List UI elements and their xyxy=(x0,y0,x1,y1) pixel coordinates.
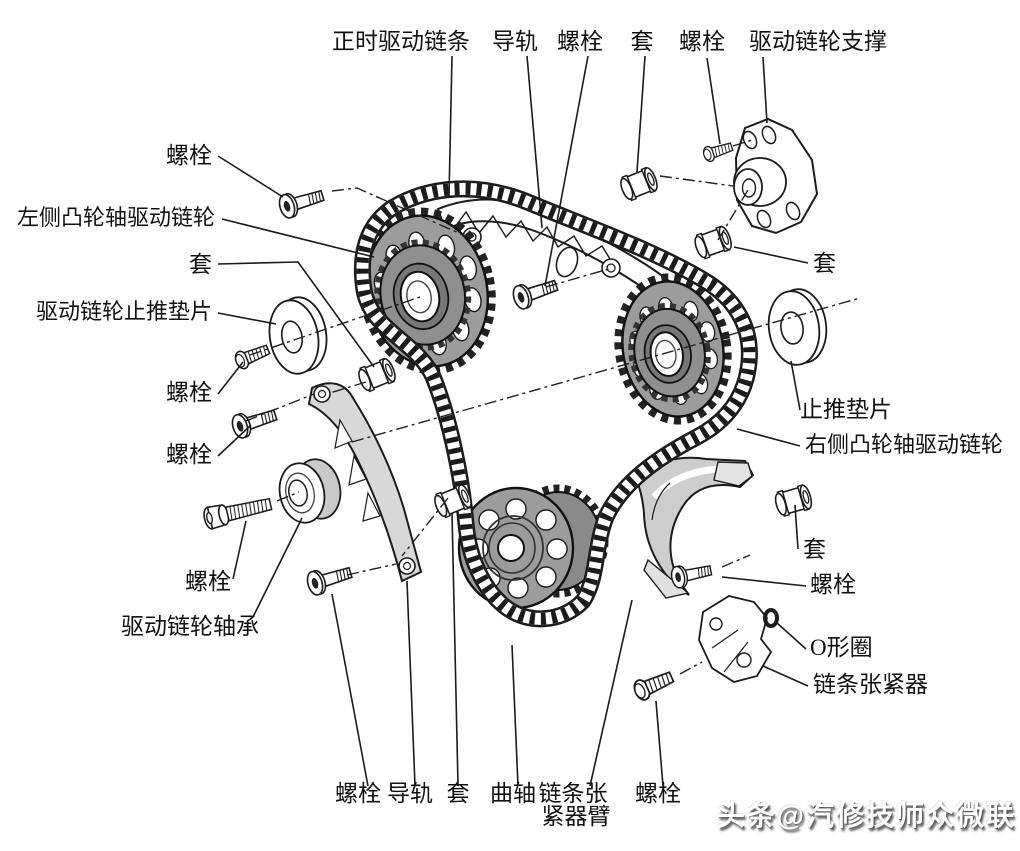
label-bottom-bolt-1: 螺栓 xyxy=(335,781,381,806)
label-bearing: 驱动链轮轴承 xyxy=(121,614,259,639)
label-bottom-bolt-2: 螺栓 xyxy=(635,781,681,806)
label-left-bolt-4: 螺栓 xyxy=(185,569,231,594)
label-tensioner-arm-line1: 链条张 xyxy=(539,781,608,806)
label-timing-chain: 正时驱动链条 xyxy=(332,29,470,54)
label-crankshaft: 曲轴 xyxy=(490,781,536,806)
label-left-cam-sprocket: 左侧凸轮轴驱动链轮 xyxy=(17,205,215,230)
sleeve-left xyxy=(355,356,399,394)
label-top-bolt-2: 螺栓 xyxy=(679,29,725,54)
label-top-bolt-1: 螺栓 xyxy=(557,29,603,54)
label-left-thrust-washer: 驱动链轮止推垫片 xyxy=(36,299,212,324)
leader-lines xyxy=(217,55,809,787)
bearing-screw xyxy=(201,492,274,531)
screw-bottom-right xyxy=(630,666,677,704)
label-left-bolt-2: 螺栓 xyxy=(166,380,212,405)
label-top-guide-rail: 导轨 xyxy=(492,29,538,54)
part-labels: 正时驱动链条 导轨 螺栓 套 螺栓 驱动链轮支撑 螺栓 左侧凸轮轴驱动链轮 套 … xyxy=(17,29,1003,829)
label-o-ring: O形圈 xyxy=(810,635,873,660)
label-bottom-guide-rail: 导轨 xyxy=(387,781,433,806)
sleeve-right-upper xyxy=(691,223,735,262)
right-cam-sprocket xyxy=(614,273,732,425)
left-thrust-washer xyxy=(268,296,328,375)
label-left-sleeve: 套 xyxy=(189,252,212,277)
o-ring xyxy=(763,608,779,628)
screw-top-right xyxy=(701,138,735,164)
sleeve-right-lower xyxy=(772,482,815,519)
sleeve-top xyxy=(617,165,661,203)
label-right-bolt: 螺栓 xyxy=(810,572,856,597)
label-top-sleeve: 套 xyxy=(631,29,654,54)
label-chain-tensioner: 链条张紧器 xyxy=(813,672,928,697)
assembly-axes xyxy=(245,139,861,675)
label-right-thrust-washer: 止推垫片 xyxy=(800,397,892,422)
label-bottom-sleeve: 套 xyxy=(447,781,470,806)
watermark: 头条@汽修技师众微联 xyxy=(716,800,1016,831)
label-right-sleeve-2: 套 xyxy=(803,537,826,562)
bolt-top-left xyxy=(276,183,327,221)
bolt-left-lower xyxy=(228,402,280,441)
right-thrust-washer xyxy=(767,288,828,366)
bolt-right-mid xyxy=(668,558,714,590)
timing-chain xyxy=(353,180,758,628)
bolt-top-middle xyxy=(509,273,561,312)
drive-sprocket-bearing xyxy=(278,458,342,524)
label-right-sleeve-1: 套 xyxy=(813,251,836,276)
left-guide-rail xyxy=(307,382,423,583)
tensioner-arm xyxy=(634,456,755,599)
label-right-cam-sprocket: 右侧凸轮轴驱动链轮 xyxy=(805,432,1003,457)
label-left-bolt-1: 螺栓 xyxy=(166,143,212,168)
label-left-bolt-3: 螺栓 xyxy=(166,442,212,467)
chain-tensioner xyxy=(698,595,773,683)
label-tensioner-arm-line2: 紧器臂 xyxy=(542,804,611,829)
drive-sprocket-support xyxy=(733,117,819,235)
bolt-bottom-left xyxy=(304,560,355,598)
label-sprocket-support: 驱动链轮支撑 xyxy=(749,29,887,54)
